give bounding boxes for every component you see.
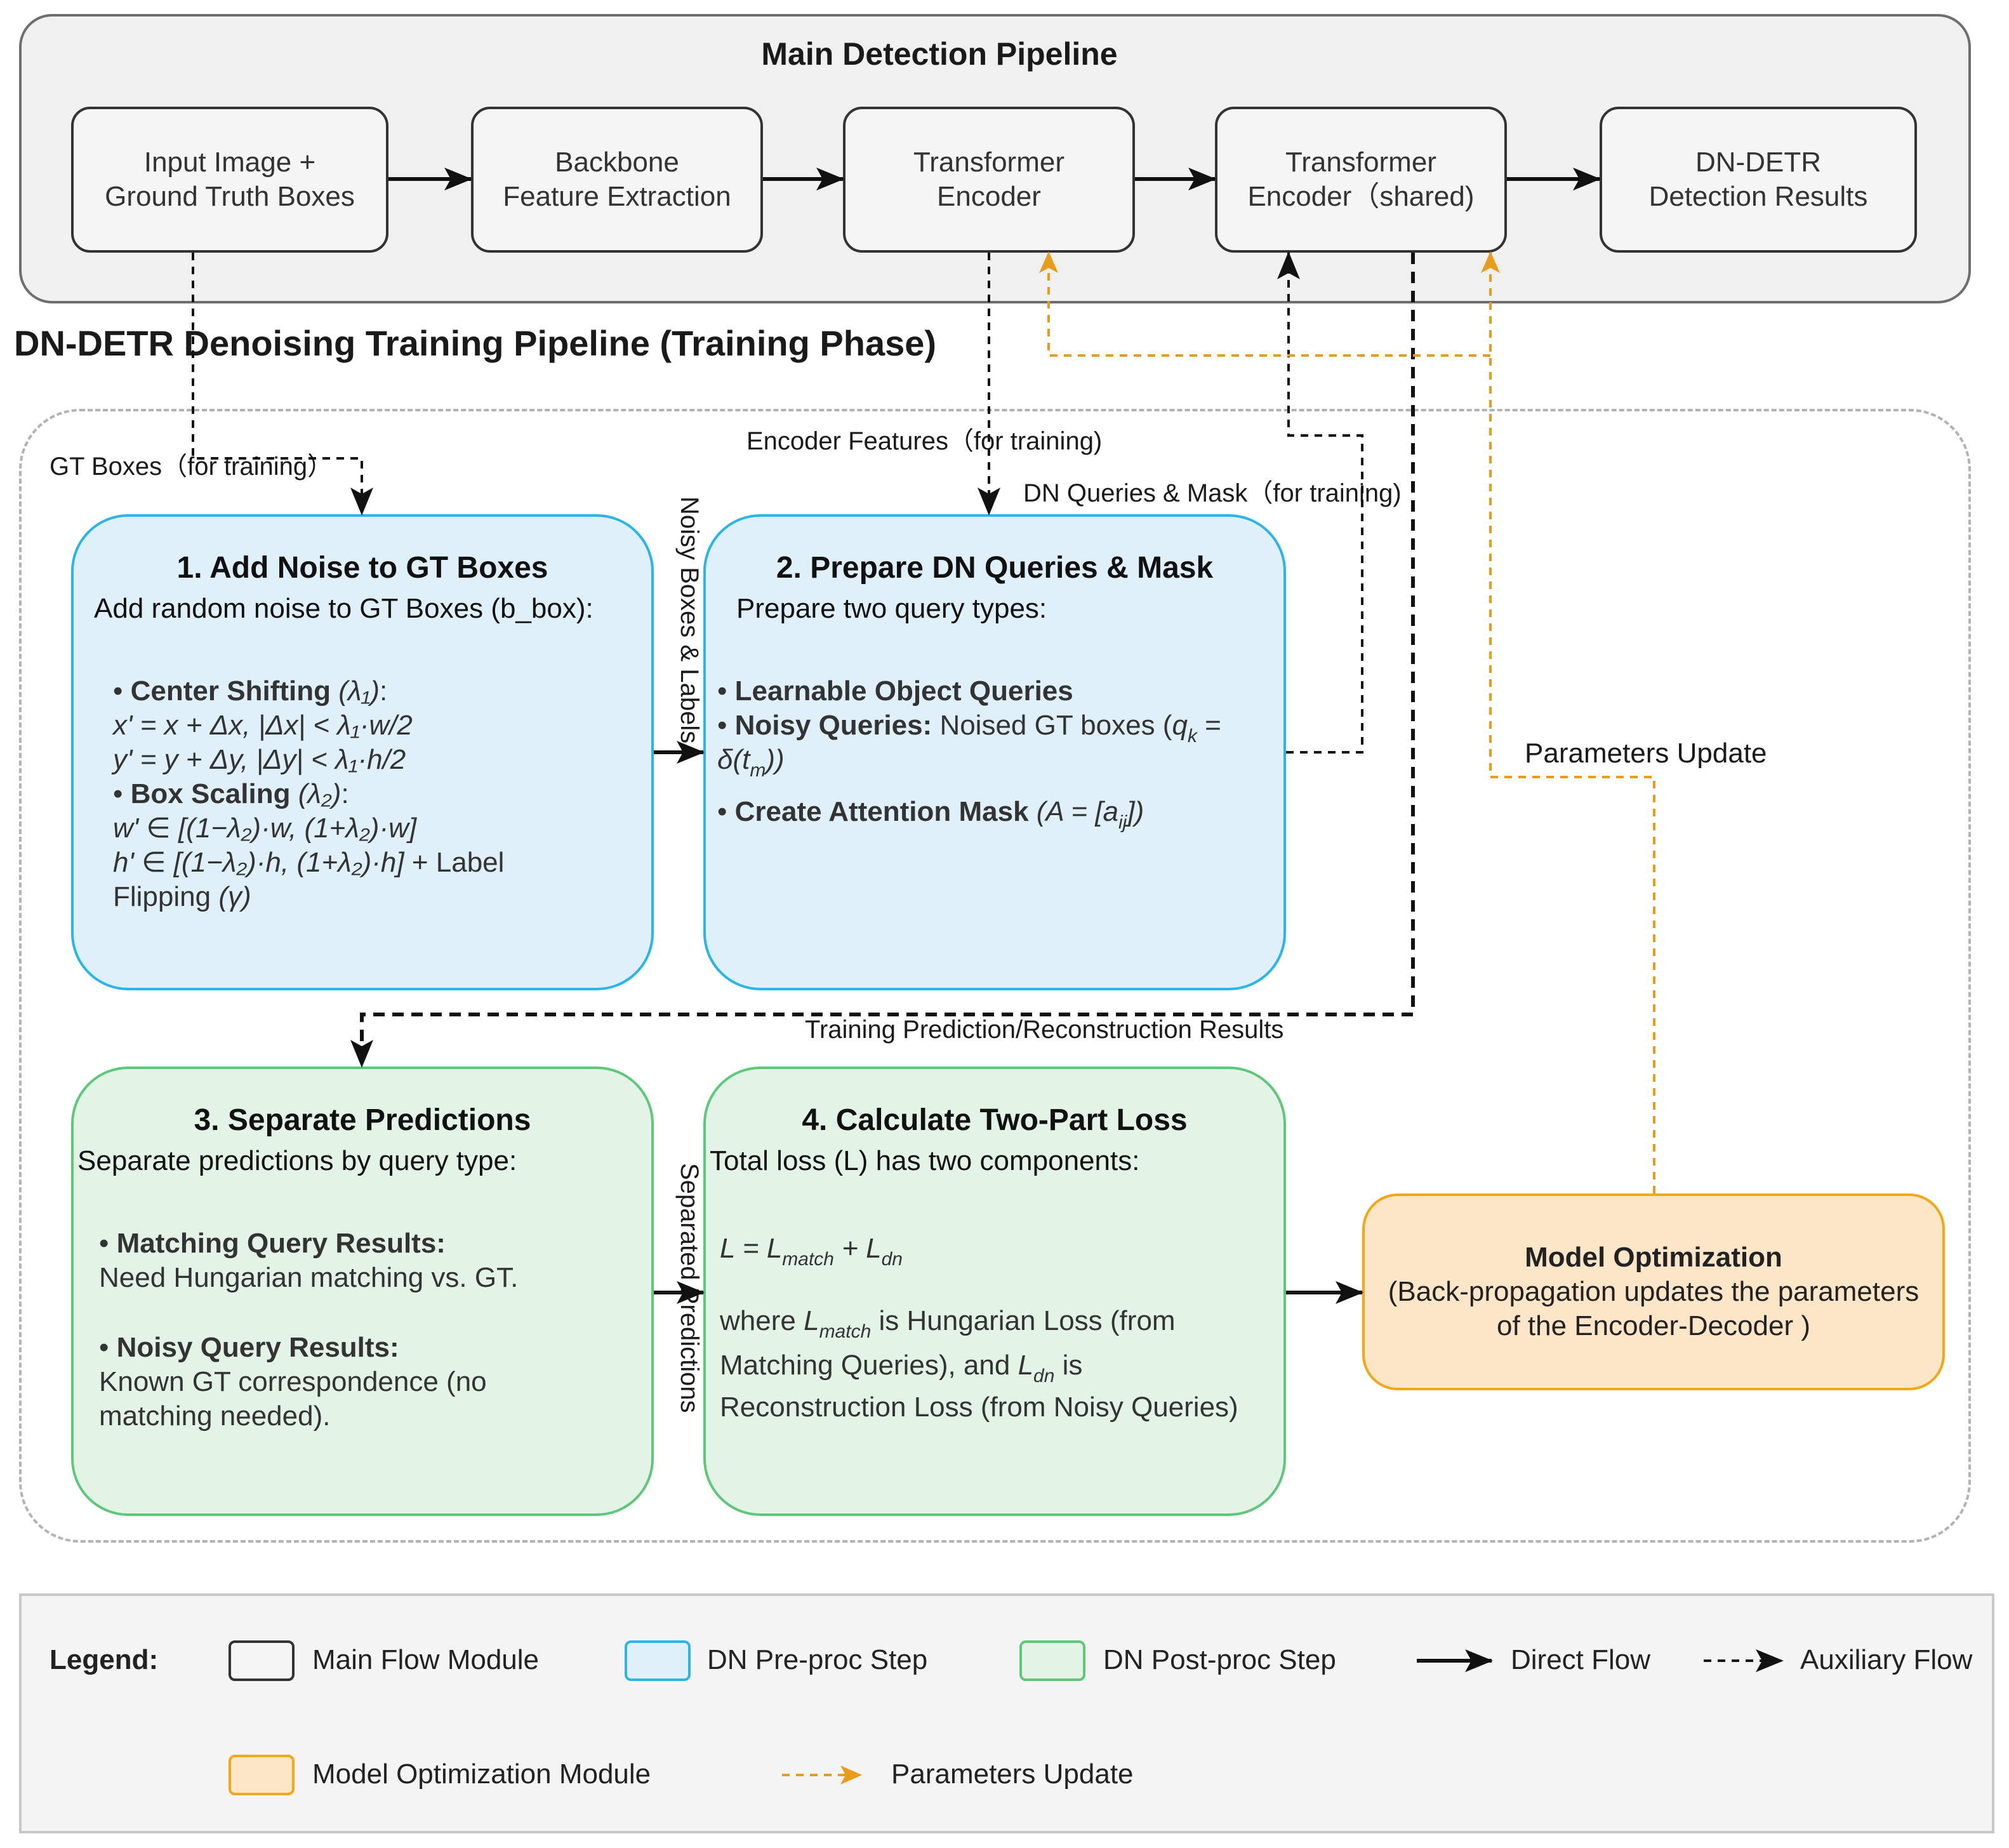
training-pipeline-title: DN-DETR Denoising Training Pipeline (Tra…: [14, 323, 937, 363]
step1-eq-w: w' ∈ [(1−λ₂)·w, (1+λ₂)·w]: [113, 813, 417, 844]
step3-noisy-text1: Known GT correspondence (no: [99, 1366, 487, 1397]
step2-noisy-queries: • Noisy Queries: Noised GT boxes (qk =: [717, 710, 1221, 747]
legend-auxiliary-flow-label: Auxiliary Flow: [1800, 1644, 1973, 1675]
step4-where-line2: Matching Queries), and Ldn is: [720, 1350, 1083, 1386]
step3-noisy-label: • Noisy Query Results:: [99, 1332, 399, 1363]
step4-title: 4. Calculate Two-Part Loss: [802, 1103, 1188, 1137]
step4-formula: L = Lmatch + Ldn: [720, 1233, 903, 1270]
legend-params-update-label: Parameters Update: [891, 1758, 1134, 1790]
main-flow-arrows: [388, 168, 1601, 1304]
step3-matching-text: Need Hungarian matching vs. GT.: [99, 1262, 519, 1293]
training-pipeline-container: [19, 409, 1971, 1543]
legend-main-flow-swatch: [229, 1640, 295, 1681]
step3-noisy-text2: matching needed).: [99, 1400, 331, 1432]
param-update-to-encoder: [1039, 251, 1490, 357]
step3-matching-label: • Matching Query Results:: [99, 1228, 446, 1259]
param-update-to-shared: [1481, 251, 1655, 1193]
step2-prepare-queries-box: 2. Prepare DN Queries & Mask Prepare two…: [703, 514, 1286, 990]
legend-post-proc-swatch: [1019, 1640, 1085, 1681]
dn-queries-mask-label: DN Queries & Mask（for training): [1023, 479, 1402, 507]
legend-main-flow-label: Main Flow Module: [312, 1644, 540, 1675]
step1-intro: Add random noise to GT Boxes (b_box):: [94, 593, 593, 624]
model-optimization-box: Model Optimization (Back-propagation upd…: [1362, 1193, 1945, 1390]
step2-attention-mask: • Create Attention Mask (A = [aij]): [717, 796, 1144, 833]
training-results-label: Training Prediction/Reconstruction Resul…: [805, 1016, 1284, 1044]
step1-title: 1. Add Noise to GT Boxes: [176, 551, 548, 585]
step2-learnable-queries: • Learnable Object Queries: [717, 675, 1073, 707]
model-optimization-title: Model Optimization: [1525, 1242, 1782, 1273]
step1-flipping: Flipping (γ): [113, 881, 251, 912]
step3-title: 3. Separate Predictions: [194, 1103, 531, 1137]
step1-box-scaling: • Box Scaling (λ₂):: [113, 778, 349, 809]
step3-intro: Separate predictions by query type:: [77, 1145, 517, 1176]
model-optimization-text: (Back-propagation updates the parameters…: [1388, 1276, 1919, 1341]
step2-noisy-delta: δ(tm)): [717, 744, 785, 781]
legend-container: [19, 1593, 1994, 1833]
main-pipeline-title: Main Detection Pipeline: [761, 36, 1118, 72]
step1-eq-h: h' ∈ [(1−λ₂)·h, (1+λ₂)·h] + Label: [113, 847, 505, 878]
step4-intro: Total loss (L) has two components:: [710, 1145, 1140, 1176]
step4-where-line1: where Lmatch is Hungarian Loss (from: [720, 1305, 1176, 1342]
step1-eq-y: y' = y + Δy, |Δy| < λ₁·h/2: [113, 744, 406, 775]
legend-model-opt-label: Model Optimization Module: [312, 1758, 651, 1790]
detection-results-module: DN-DETR Detection Results: [1600, 107, 1917, 253]
step3-separate-predictions-box: 3. Separate Predictions Separate predict…: [71, 1067, 654, 1516]
legend-graphics: [782, 1649, 1784, 1785]
legend-direct-flow-label: Direct Flow: [1511, 1644, 1651, 1675]
step1-center-shifting: • Center Shifting (λ₁):: [113, 675, 388, 707]
legend-title: Legend:: [50, 1644, 159, 1675]
step1-add-noise-box: 1. Add Noise to GT Boxes Add random nois…: [71, 514, 654, 990]
step1-eq-x: x' = x + Δx, |Δx| < λ₁·w/2: [113, 710, 413, 741]
aux-gt-boxes-flow: [192, 253, 373, 515]
step2-title: 2. Prepare DN Queries & Mask: [776, 551, 1214, 585]
transformer-encoder-module: Transformer Encoder: [843, 107, 1135, 253]
aux-dn-queries-flow: [1277, 251, 1363, 754]
step4-where-line3: Reconstruction Loss (from Noisy Queries): [720, 1392, 1238, 1423]
legend-pre-proc-label: DN Pre-proc Step: [707, 1644, 928, 1675]
parameters-update-label: Parameters Update: [1525, 738, 1767, 769]
legend-model-opt-swatch: [229, 1755, 295, 1795]
legend-post-proc-label: DN Post-proc Step: [1103, 1644, 1336, 1675]
legend-pre-proc-swatch: [625, 1640, 691, 1681]
step4-calculate-loss-box: 4. Calculate Two-Part Loss Total loss (L…: [703, 1067, 1286, 1516]
transformer-encoder-shared-module: Transformer Encoder（shared): [1215, 107, 1507, 253]
backbone-module: Backbone Feature Extraction: [471, 107, 763, 253]
aux-training-results-flow: [350, 253, 1415, 1068]
step2-intro: Prepare two query types:: [736, 593, 1047, 624]
encoder-features-label: Encoder Features（for training): [746, 427, 1103, 455]
input-image-module: Input Image + Ground Truth Boxes: [71, 107, 388, 253]
